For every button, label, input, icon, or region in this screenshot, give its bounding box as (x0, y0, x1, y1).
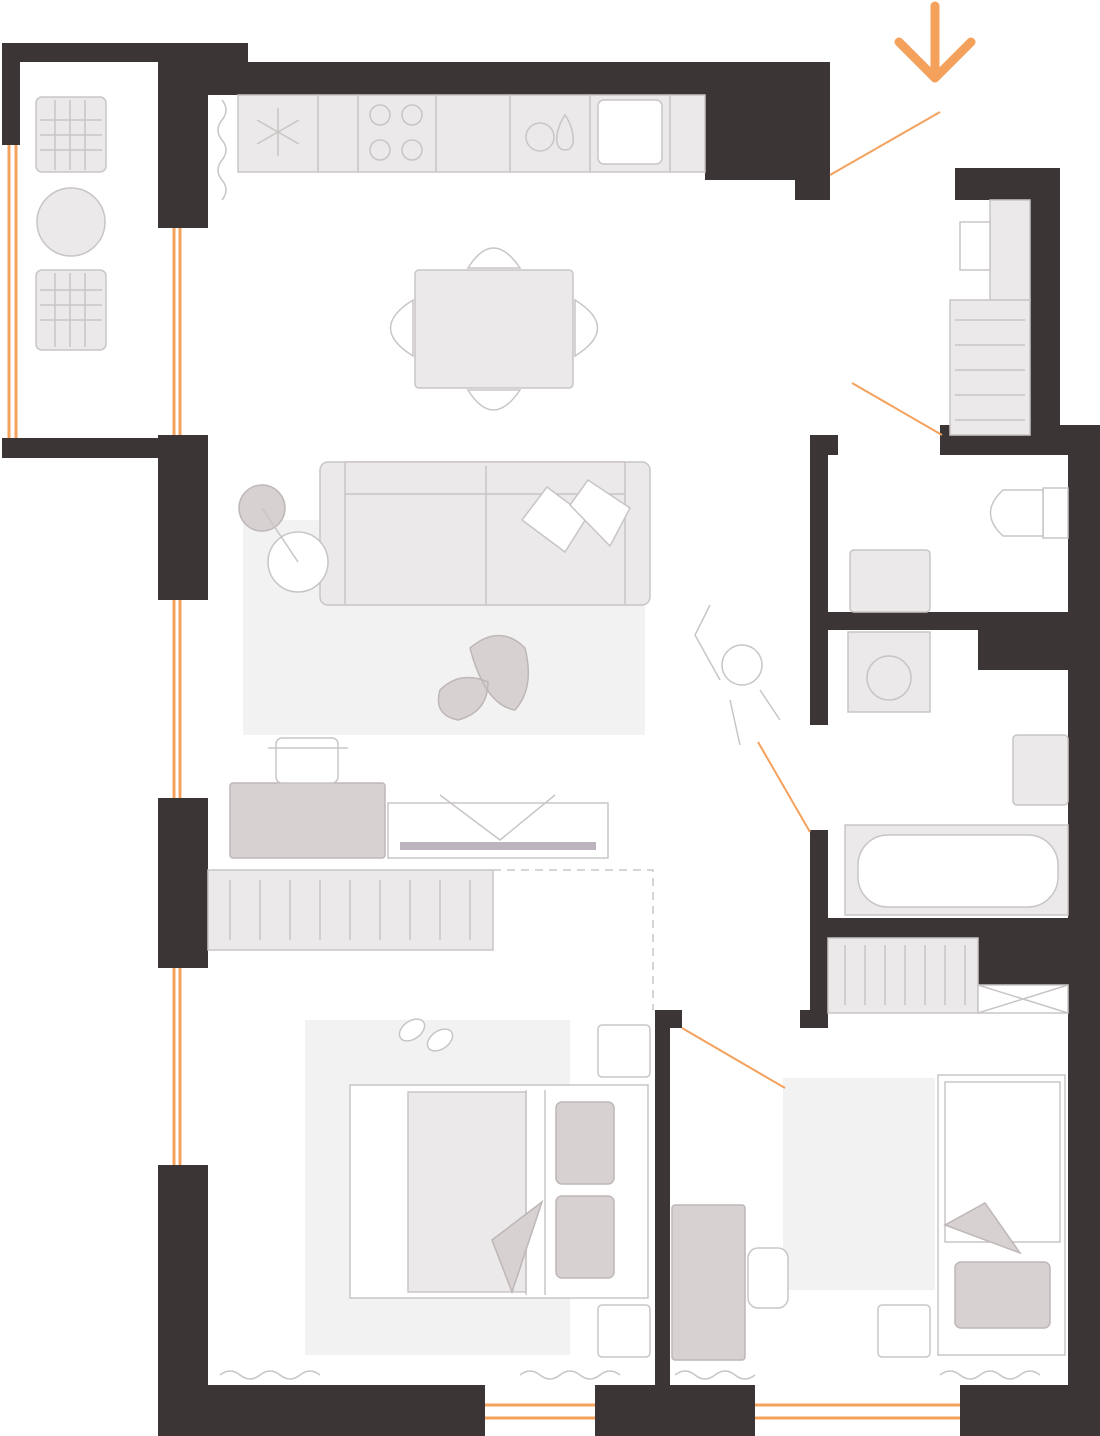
washbasin (849, 549, 931, 613)
balcony-chair (35, 96, 107, 173)
kitchen-counter (217, 94, 706, 201)
single-bed (937, 1074, 1066, 1356)
wardrobe (207, 869, 654, 1010)
bathroom-sink (1012, 734, 1069, 806)
hall-closet (949, 199, 1031, 436)
kids-rug (783, 1078, 935, 1290)
arrow-down-icon (894, 1, 976, 83)
dining-table (389, 247, 599, 411)
nightstand (597, 1024, 651, 1078)
nightstand (597, 1304, 651, 1358)
slippers (398, 1018, 454, 1052)
dresser (229, 782, 386, 859)
walls (158, 43, 1100, 1436)
balcony-table (36, 187, 106, 257)
floor-lamp (238, 484, 329, 593)
sofa (319, 461, 651, 606)
sink-icon (597, 99, 663, 165)
stove-icon (369, 104, 423, 161)
pot (268, 737, 348, 784)
double-bed (349, 1084, 649, 1299)
balcony-chair (35, 269, 107, 351)
bathtub (844, 824, 1069, 916)
balcony (2, 43, 248, 458)
washing-machine (847, 631, 931, 713)
windows (172, 228, 960, 1420)
toilet (989, 487, 1069, 539)
toy-box (877, 1304, 931, 1358)
desk (671, 1204, 746, 1361)
dishes-icon (525, 113, 574, 152)
pouf (437, 634, 530, 721)
desk-chair (747, 1247, 789, 1309)
person-figure (694, 604, 781, 746)
tv-unit (387, 794, 609, 859)
snowflake-icon (256, 108, 300, 156)
door-swings (681, 111, 943, 1089)
bath-storage (827, 937, 1069, 1014)
